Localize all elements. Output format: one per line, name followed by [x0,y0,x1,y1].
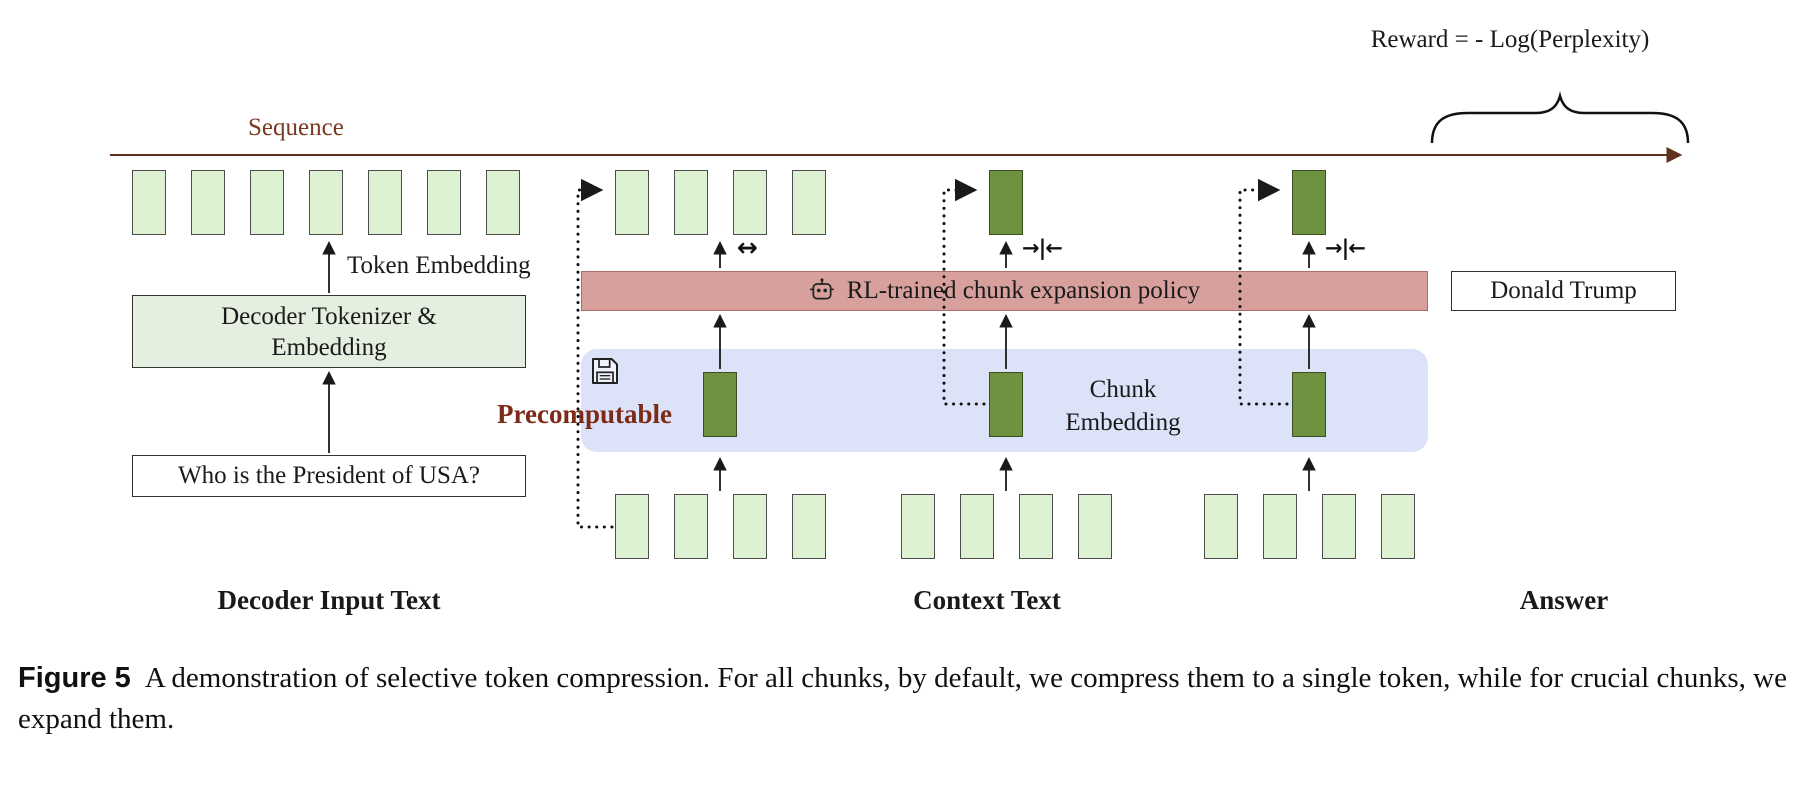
answer-box: Donald Trump [1451,271,1676,311]
chunk-embedding-token [1292,372,1326,437]
reward-label: Reward = - Log(Perplexity) [1370,26,1650,53]
compressed-chunk-token [1292,170,1326,235]
precomputable-label: Precomputable [497,399,672,429]
token [674,494,708,559]
token [1204,494,1238,559]
expanded-chunk-token-row [615,170,826,235]
token [191,170,225,235]
section-label-context: Context Text [913,585,1061,615]
compress-symbol: →|← [1022,236,1063,260]
token [615,494,649,559]
token [486,170,520,235]
decoder-tokenizer-box: Decoder Tokenizer & Embedding [132,295,526,368]
chunk-embedding-token [989,372,1023,437]
context-chunk-row-1 [615,494,826,559]
compressed-chunk-token [989,170,1023,235]
chunk-embedding-label: Chunk Embedding [1033,373,1213,439]
floppy-disk-icon [592,358,618,384]
policy-bar: RL-trained chunk expansion policy [581,271,1428,311]
token [674,170,708,235]
robot-icon [809,278,834,300]
answer-brace [1430,91,1690,144]
chunk-embedding-label-line2: Embedding [1065,409,1181,436]
compress-symbol: →|← [1325,236,1366,260]
token [960,494,994,559]
token [309,170,343,235]
section-label-decoder-input: Decoder Input Text [217,585,441,615]
token [132,170,166,235]
context-chunk-row-3 [1204,494,1415,559]
expand-symbol: ↔ [737,233,758,262]
token [250,170,284,235]
token-embedding-label: Token Embedding [347,252,531,279]
token [615,170,649,235]
token [427,170,461,235]
token [1322,494,1356,559]
token [901,494,935,559]
figure-caption-tag: Figure 5 [18,662,131,694]
token [733,494,767,559]
decoder-tokenizer-line1: Decoder Tokenizer & [221,302,437,330]
token [1019,494,1053,559]
token [368,170,402,235]
token [1078,494,1112,559]
token [792,170,826,235]
answer-text: Donald Trump [1490,277,1637,304]
decoder-input-box: Who is the President of USA? [132,455,526,497]
decoder-token-row [132,170,520,235]
decoder-tokenizer-line2: Embedding [271,333,387,361]
context-chunk-row-2 [901,494,1112,559]
token [792,494,826,559]
section-label-answer: Answer [1519,585,1609,615]
token [1263,494,1297,559]
chunk-embedding-token [703,372,737,437]
chunk-embedding-label-line1: Chunk [1089,376,1157,403]
figure-caption-text: A demonstration of selective token compr… [18,662,1787,735]
token [1381,494,1415,559]
decoder-input-text: Who is the President of USA? [177,462,481,489]
token [733,170,767,235]
policy-bar-label: RL-trained chunk expansion policy [846,277,1201,304]
sequence-label: Sequence [248,114,344,141]
